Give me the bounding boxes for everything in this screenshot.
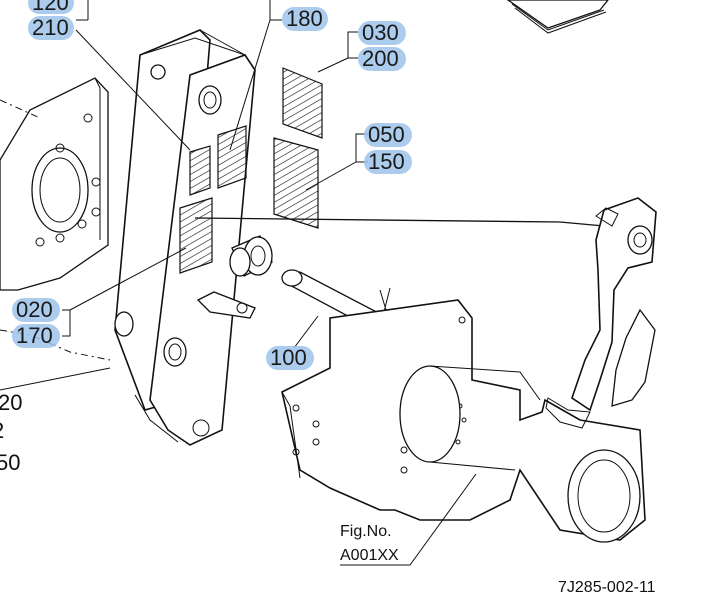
- left-mounting-plate: [0, 77, 111, 361]
- callout-030[interactable]: 030: [358, 20, 406, 45]
- lift-arm: [114, 29, 256, 446]
- callout-150[interactable]: 150: [364, 149, 412, 174]
- partial-label-20: 20: [0, 390, 22, 415]
- wear-pads: [273, 67, 323, 229]
- callout-180[interactable]: 180: [282, 6, 328, 31]
- alignment-line: [194, 217, 605, 227]
- callout-120-label: 120: [32, 0, 69, 15]
- callout-180-label: 180: [286, 6, 323, 31]
- bushing: [229, 235, 273, 277]
- callout-050-label: 050: [368, 122, 405, 147]
- right-frame-bracket: [281, 197, 657, 543]
- callout-050[interactable]: 050: [364, 122, 412, 147]
- partial-label-50: 50: [0, 450, 20, 475]
- lock-plate: [196, 291, 256, 319]
- callout-200-label: 200: [362, 46, 399, 71]
- callout-120[interactable]: 120: [28, 0, 74, 15]
- partial-label-2: 2: [0, 418, 4, 443]
- fig-ref-number: A001XX: [340, 547, 399, 564]
- callout-210-label: 210: [32, 15, 69, 40]
- callout-170-label: 170: [16, 323, 53, 348]
- fig-ref-label: Fig.No.: [340, 523, 392, 540]
- manual-booklet-icon: [506, 0, 609, 34]
- callout-150-label: 150: [368, 149, 405, 174]
- callout-020[interactable]: 020: [12, 297, 60, 322]
- leader-lines: [0, 0, 477, 566]
- callout-170[interactable]: 170: [12, 323, 60, 348]
- drawing-number: 7J285-002-11: [558, 579, 656, 596]
- callout-100-label: 100: [270, 345, 307, 370]
- callout-020-label: 020: [16, 297, 53, 322]
- callout-100[interactable]: 100: [266, 345, 314, 370]
- callout-030-label: 030: [362, 20, 399, 45]
- callout-200[interactable]: 200: [358, 46, 406, 71]
- callout-210[interactable]: 210: [28, 15, 74, 40]
